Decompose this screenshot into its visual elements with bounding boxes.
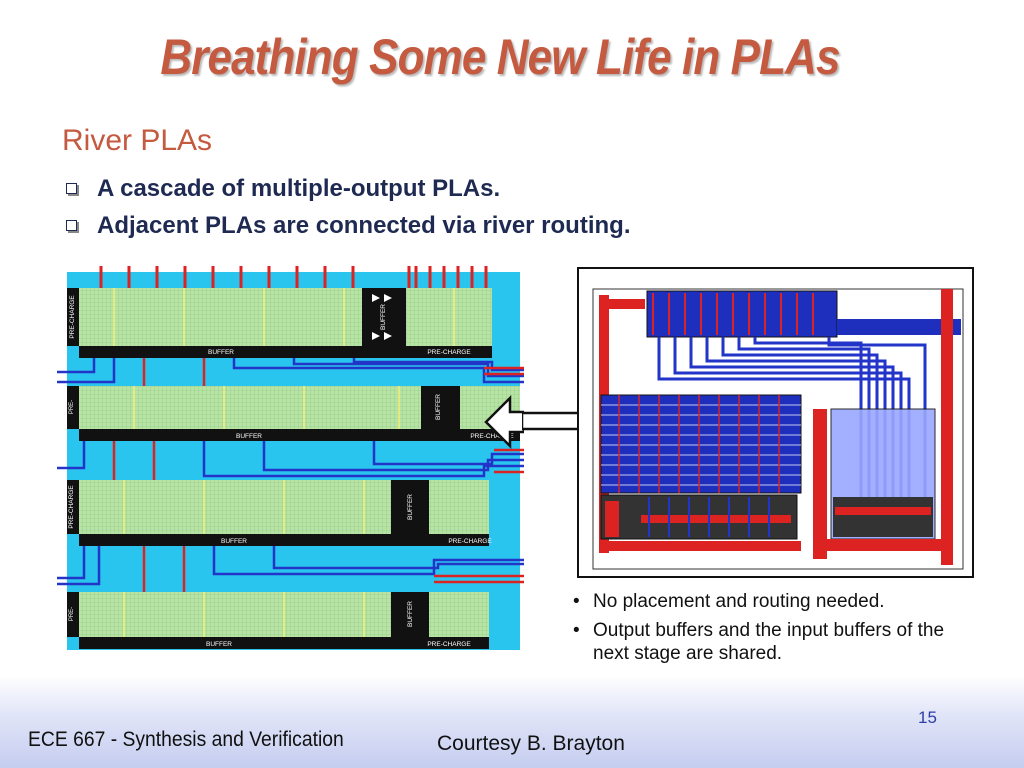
arrow-shaft <box>522 411 582 431</box>
layout-detail-drawing <box>592 288 964 570</box>
slide-subtitle: River PLAs <box>62 124 213 157</box>
pla-stage-4 <box>67 592 489 649</box>
note-item: • No placement and routing needed. <box>573 590 953 613</box>
buffer-label: BUFFER <box>236 433 262 440</box>
river-routing-1-red <box>142 358 524 386</box>
checkbox-bullet-icon <box>66 183 77 194</box>
footer: ECE 667 - Synthesis and Verification Cou… <box>0 676 1024 768</box>
precharge-label: PRE-CHARGE <box>68 485 75 529</box>
bullet-item: A cascade of multiple-output PLAs. <box>62 170 630 207</box>
pla-stage-3 <box>67 480 489 546</box>
buffer-label: BUFFER <box>206 641 232 648</box>
bullet-dot-icon: • <box>573 591 580 612</box>
buffer-label: BUFFER <box>380 304 387 330</box>
page-number: 15 <box>918 708 937 727</box>
credit-text: Courtesy B. Brayton <box>437 732 625 755</box>
pla-stage-1 <box>67 288 492 358</box>
river-routing-2-red <box>112 441 524 480</box>
precharge-label: PRE-CHARGE <box>448 538 492 545</box>
precharge-label: PRE-CHARGE <box>470 433 514 440</box>
buffer-label: BUFFER <box>208 349 234 356</box>
river-routing-3-red <box>142 546 524 592</box>
bullet-item: Adjacent PLAs are connected via river ro… <box>62 207 630 244</box>
layout-detail <box>577 267 974 578</box>
arrow-left-icon <box>484 394 524 450</box>
buffer-label: BUFFER <box>407 494 414 520</box>
notes-list: • No placement and routing needed. • Out… <box>573 590 953 671</box>
note-text: Output buffers and the input buffers of … <box>593 620 945 664</box>
slide-title: Breathing Some New Life in PLAs <box>160 29 840 85</box>
river-routing-2 <box>57 441 524 478</box>
buffer-label: BUFFER <box>221 538 247 545</box>
note-item: • Output buffers and the input buffers o… <box>573 619 953 665</box>
precharge-label: PRE-CHARGE <box>69 295 76 339</box>
bullet-text: Adjacent PLAs are connected via river ro… <box>97 211 631 239</box>
bullet-text: A cascade of multiple-output PLAs. <box>97 174 501 202</box>
bullet-dot-icon: • <box>573 620 580 641</box>
buffer-label: BUFFER <box>435 394 442 420</box>
precharge-label: PRE-CHARGE <box>427 349 471 356</box>
note-text: No placement and routing needed. <box>593 591 885 612</box>
course-name: ECE 667 - Synthesis and Verification <box>28 728 344 751</box>
buffer-label: BUFFER <box>407 601 414 627</box>
checkbox-bullet-icon <box>66 220 77 231</box>
river-routing-3 <box>57 546 524 586</box>
river-pla-figure: PRE-CHARGE BUFFER BUFFER PRE-CHARGE PRE-… <box>57 266 524 650</box>
bullet-list: A cascade of multiple-output PLAs. Adjac… <box>62 170 630 244</box>
precharge-label: PRE-CHARGE <box>427 641 471 648</box>
precharge-label: PRE- <box>69 400 75 414</box>
precharge-label: PRE- <box>69 607 75 621</box>
pla-stage-2 <box>67 386 520 441</box>
input-wires <box>99 266 488 288</box>
